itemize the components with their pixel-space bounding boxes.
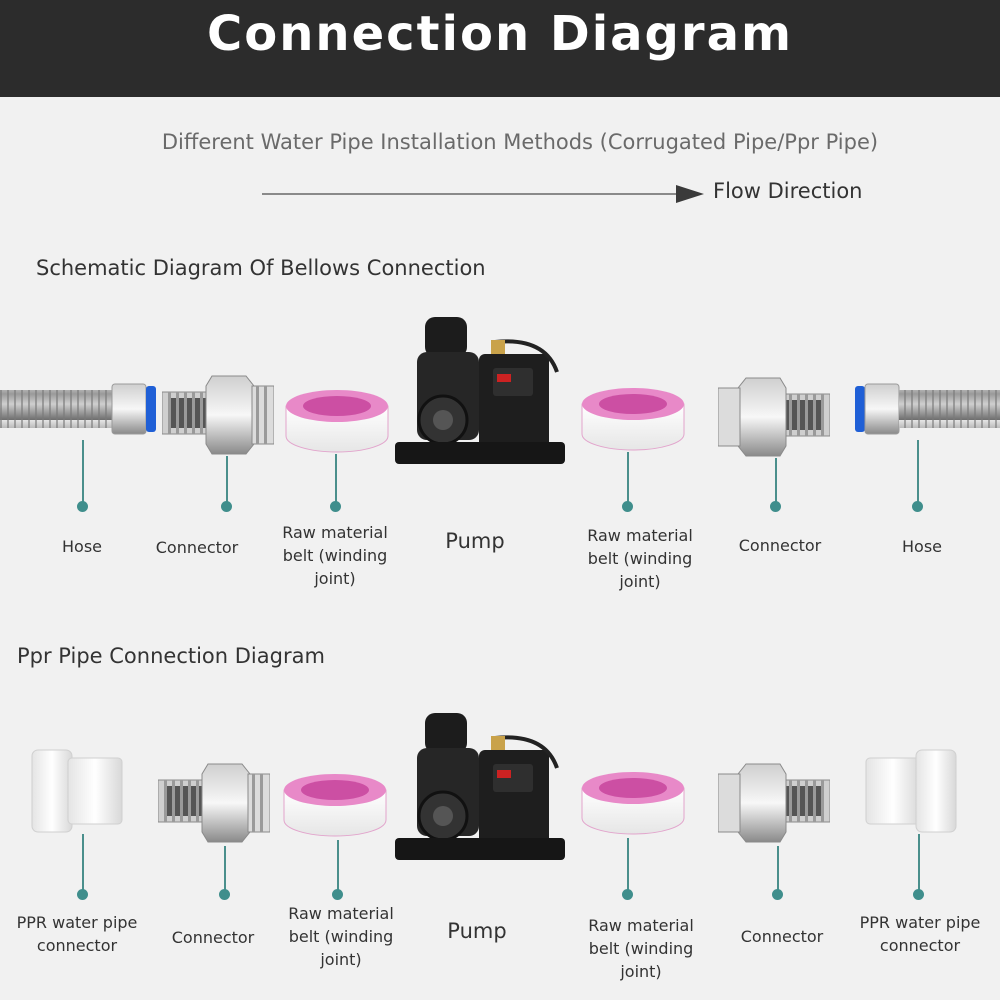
pointer-line	[82, 834, 84, 894]
pointer-line	[226, 456, 228, 506]
hose-left-icon	[0, 383, 156, 435]
pointer-dot	[219, 889, 230, 900]
pointer-line	[627, 452, 629, 506]
label-hose-left: Hose	[62, 537, 102, 556]
label-pump: Pump	[445, 529, 505, 553]
pointer-line	[627, 838, 629, 894]
tape-right-icon	[581, 772, 685, 835]
hose-right-icon	[855, 383, 1000, 435]
pointer-line	[917, 440, 919, 506]
pointer-dot	[912, 501, 923, 512]
pointer-dot	[221, 501, 232, 512]
tape-left-icon	[283, 774, 387, 837]
connector-left-icon	[158, 763, 270, 843]
ppr-connector-left-icon	[31, 749, 123, 833]
pointer-line	[224, 846, 226, 894]
flow-arrow-head-icon	[676, 185, 704, 203]
pointer-dot	[77, 501, 88, 512]
pointer-dot	[622, 501, 633, 512]
label-hose-right: Hose	[902, 537, 942, 556]
header-bar: Connection Diagram	[0, 0, 1000, 97]
pointer-line	[82, 440, 84, 506]
label-connector-left: Connector	[171, 928, 255, 947]
label-connector-right: Connector	[740, 927, 824, 946]
section1-title: Schematic Diagram Of Bellows Connection	[36, 256, 486, 280]
pointer-line	[777, 846, 779, 894]
connector-left-icon	[162, 375, 274, 455]
pump-icon	[395, 713, 565, 860]
pointer-line	[335, 454, 337, 506]
page-title: Connection Diagram	[207, 6, 793, 62]
pointer-dot	[772, 889, 783, 900]
subtitle: Different Water Pipe Installation Method…	[161, 130, 879, 154]
pointer-dot	[77, 889, 88, 900]
flow-arrow-line	[262, 193, 692, 195]
pointer-dot	[332, 889, 343, 900]
pointer-dot	[622, 889, 633, 900]
pointer-line	[775, 458, 777, 506]
connector-right-icon	[718, 763, 830, 843]
connector-right-icon	[718, 377, 830, 457]
label-connector-left: Connector	[155, 538, 239, 557]
pointer-dot	[330, 501, 341, 512]
tape-right-icon	[581, 388, 685, 451]
section2-title: Ppr Pipe Connection Diagram	[17, 644, 325, 668]
pointer-dot	[770, 501, 781, 512]
label-connector-right: Connector	[738, 536, 822, 555]
pointer-line	[918, 834, 920, 894]
ppr-connector-right-icon	[865, 749, 957, 833]
flow-direction-label: Flow Direction	[713, 179, 863, 203]
label-pump: Pump	[447, 919, 507, 943]
pointer-line	[337, 840, 339, 894]
pointer-dot	[913, 889, 924, 900]
pump-icon	[395, 317, 565, 464]
tape-left-icon	[285, 390, 389, 453]
